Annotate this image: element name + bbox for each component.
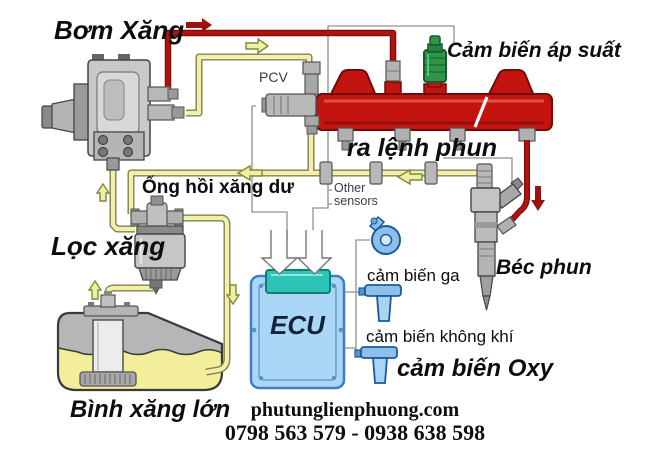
tank-lines (104, 214, 231, 376)
footer-phone: 0798 563 579 - 0938 638 598 (224, 420, 486, 445)
yellow-flow-arrows (87, 37, 423, 306)
throttle-sensor-icon (368, 215, 401, 255)
fuel-pump-illustration (41, 54, 185, 171)
fuel-filter-illustration (130, 195, 186, 295)
ecu-illustration (249, 269, 346, 390)
rail-pressure-sensor-illustration (423, 35, 447, 88)
label-fuel-filter: Lọc xăng (51, 231, 166, 261)
label-pressure-sensor: Cảm biến áp suất (447, 39, 621, 62)
in-tank-pump (79, 291, 139, 387)
injector-feed-pipe (505, 140, 530, 227)
red-flow-arrows (186, 18, 545, 211)
return-line-connectors (319, 161, 438, 185)
footer-website: phutunglienphuong.com (250, 399, 460, 421)
label-injector: Béc phun (496, 256, 592, 279)
label-air-sensor: cảm biến không khí (366, 327, 514, 346)
label-throttle-sensor: cảm biến ga (367, 266, 460, 285)
fuel-low-pressure-lines (109, 53, 484, 233)
label-other-sensors: Other sensors (334, 181, 378, 209)
pcv-valve-illustration (261, 61, 321, 135)
label-fuel-return-pipe: Ống hồi xăng dư (142, 177, 295, 198)
ecu-input-arrows (260, 230, 333, 275)
injector-illustration (470, 163, 524, 311)
oxygen-sensor-icon (354, 346, 398, 384)
label-injection-command: ra lệnh phun (347, 134, 497, 162)
air-sensor-icon (358, 284, 402, 322)
label-ecu: ECU (270, 310, 325, 340)
label-fuel-tank: Bình xăng lớn (70, 396, 231, 423)
label-pcv: PCV (259, 69, 288, 85)
label-fuel-pump: Bơm Xăng (54, 15, 185, 45)
flow-arrows (87, 18, 545, 306)
label-oxygen-sensor: cảm biến Oxy (397, 355, 554, 382)
